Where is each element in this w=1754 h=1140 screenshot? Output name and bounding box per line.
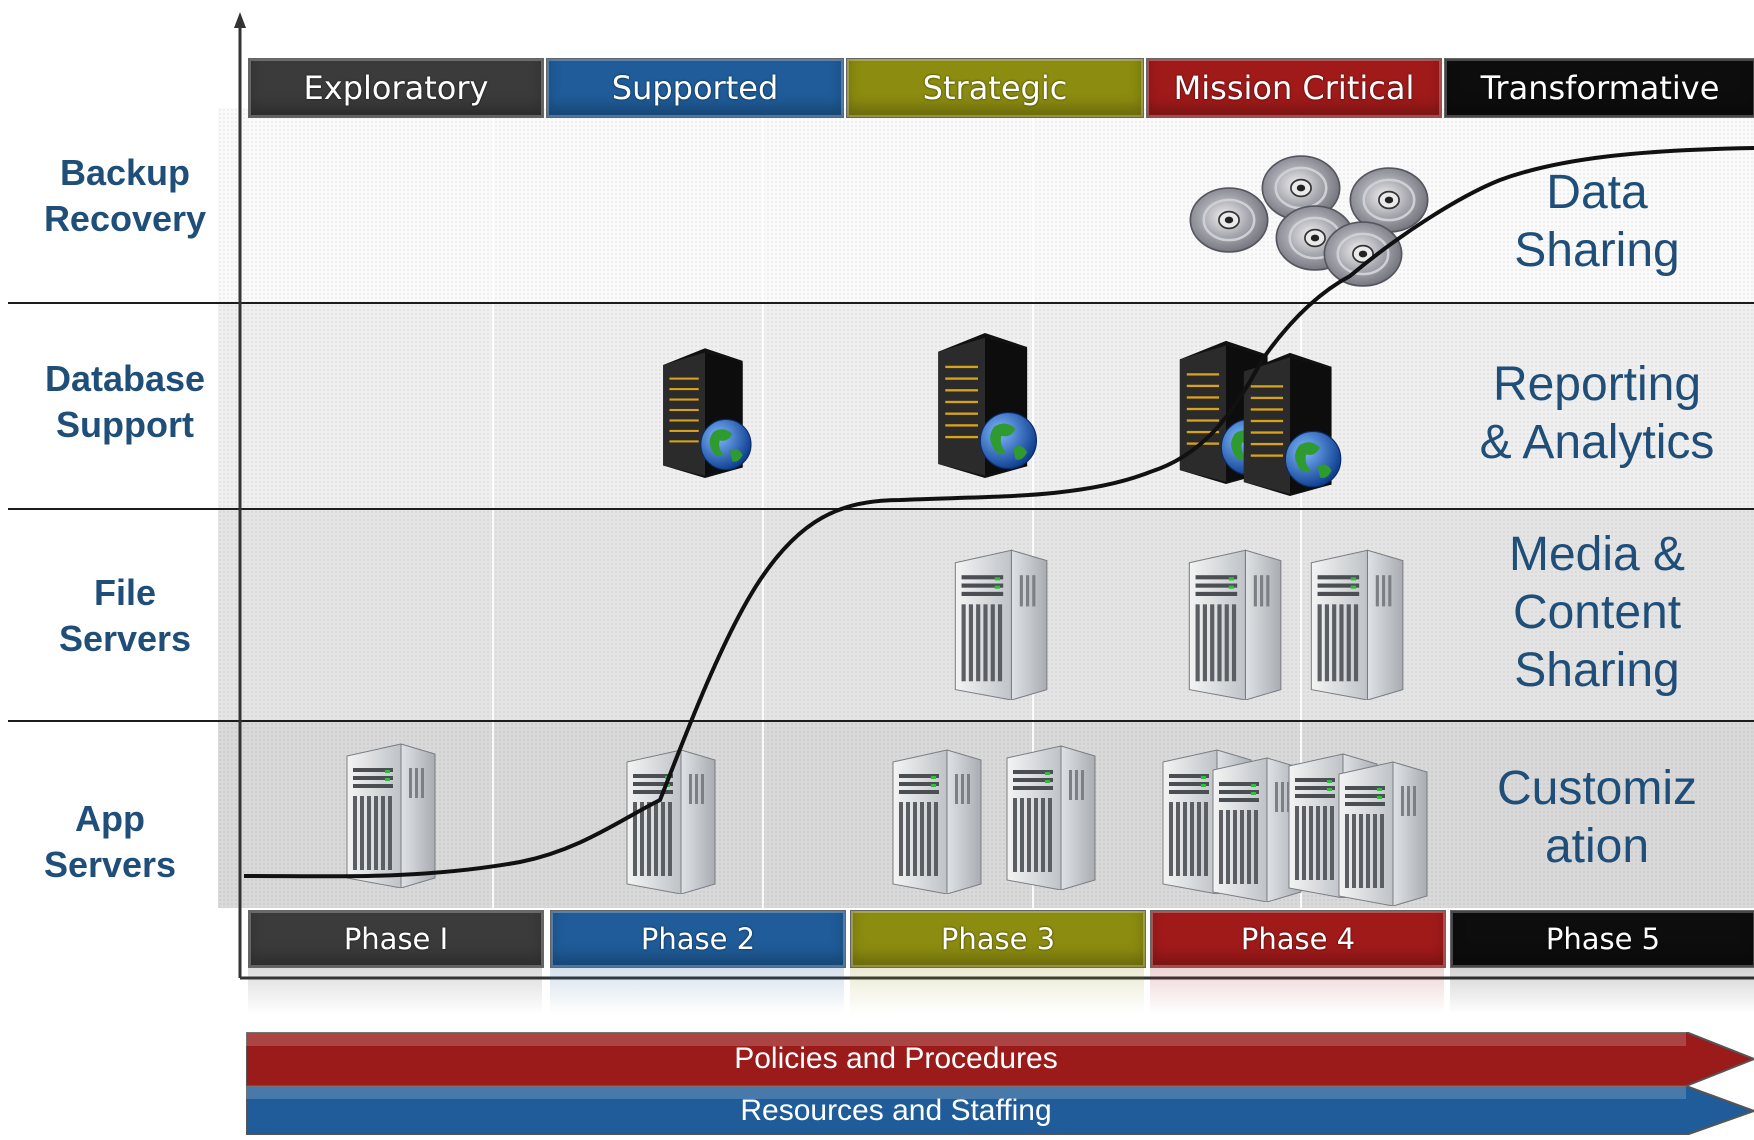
policies-procedures-arrow: Policies and Procedures: [246, 1032, 1754, 1086]
capability-reporting-analytics: Reporting& Analytics: [1479, 358, 1715, 469]
maturity-strategic: Strategic: [846, 58, 1144, 118]
maturity-exploratory: Exploratory: [248, 58, 544, 118]
phase-1: Phase I: [248, 910, 544, 968]
policies-procedures-label: Policies and Procedures: [734, 1042, 1058, 1075]
row-separator: [8, 508, 1754, 510]
phase-2: Phase 2: [550, 910, 846, 968]
phase-reflection: [850, 968, 1144, 1014]
row-separator: [8, 302, 1754, 304]
row-separator: [8, 720, 1754, 722]
phase-reflection: [248, 968, 542, 1014]
phase-reflection: [1450, 968, 1754, 1014]
phase-3: Phase 3: [850, 910, 1146, 968]
phase-5: Phase 5: [1450, 910, 1754, 968]
resources-staffing-label: Resources and Staffing: [740, 1094, 1052, 1127]
resources-staffing-arrow: Resources and Staffing: [246, 1086, 1754, 1140]
row-band-app: [218, 722, 1754, 908]
maturity-supported: Supported: [546, 58, 844, 118]
phase-reflection: [550, 968, 844, 1014]
phase-reflection: [1150, 968, 1444, 1014]
maturity-transformative: Transformative: [1444, 58, 1754, 118]
phase-4: Phase 4: [1150, 910, 1446, 968]
row-band-backup: [218, 108, 1754, 304]
maturity-mission-critical: Mission Critical: [1146, 58, 1442, 118]
